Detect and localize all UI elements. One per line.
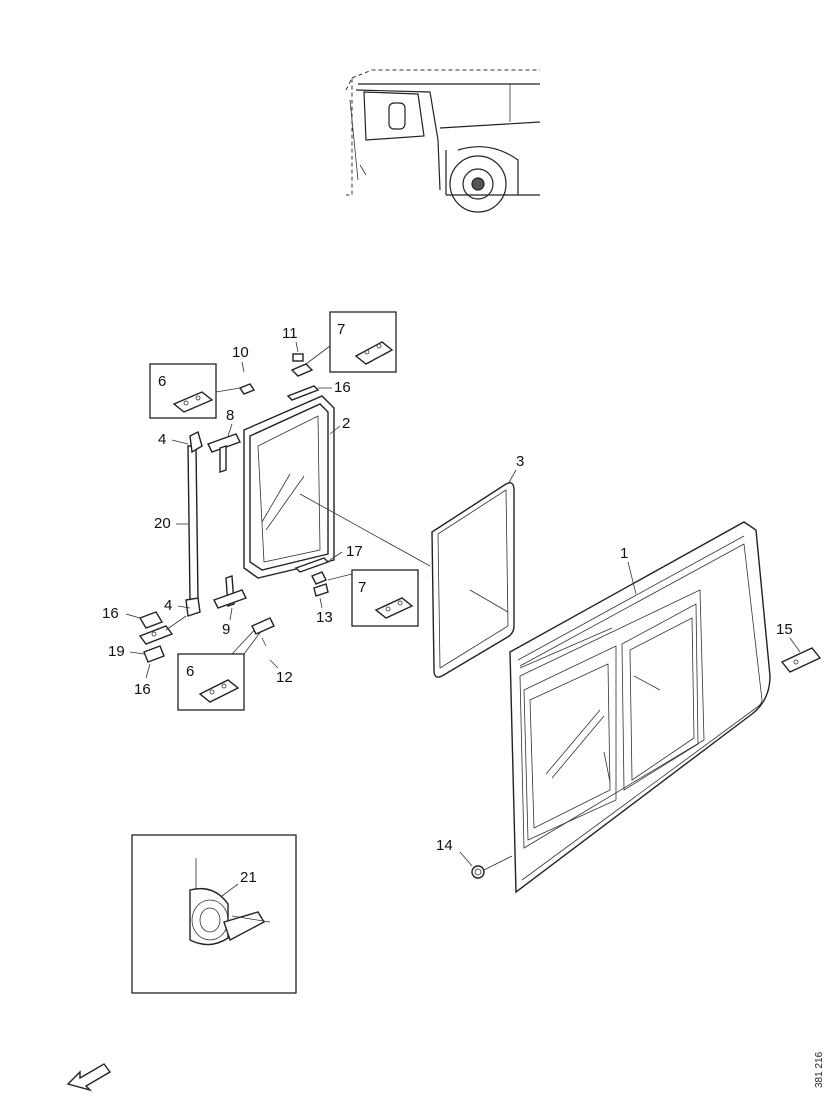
vehicle-locator-illustration — [345, 69, 541, 213]
callout-16-left: 16 — [102, 605, 119, 622]
callout-10: 10 — [232, 344, 249, 361]
callout-7-middle: 7 — [358, 579, 366, 596]
callout-4-upper: 4 — [158, 431, 166, 448]
small-fasteners-top — [215, 341, 332, 401]
callout-16-bottom: 16 — [134, 681, 151, 698]
callout-7-top: 7 — [337, 321, 345, 338]
side-panel-1 — [509, 521, 771, 894]
lower-left-fasteners — [138, 611, 187, 663]
inset-6-upper: 6 — [149, 363, 217, 419]
callout-6-upper: 6 — [158, 373, 166, 390]
inset-6-lower: 6 — [177, 623, 263, 711]
hinge-8 — [207, 433, 241, 473]
seal-17 — [294, 557, 330, 573]
callout-17: 17 — [346, 543, 363, 560]
callout-20: 20 — [154, 515, 171, 532]
callout-8: 8 — [226, 407, 234, 424]
strut-20 — [185, 430, 203, 617]
clip-13 — [311, 571, 329, 597]
callout-21: 21 — [240, 869, 257, 886]
callout-13: 13 — [316, 609, 333, 626]
callout-16-top: 16 — [334, 379, 351, 396]
inset-7-top: 7 — [329, 311, 397, 373]
inset-21 — [131, 834, 297, 994]
plug-14 — [471, 865, 485, 879]
reference-code: 381 216 — [814, 1051, 825, 1088]
callout-19: 19 — [108, 643, 125, 660]
bracket-12 — [251, 617, 275, 635]
glass-seal-3 — [431, 482, 515, 678]
callout-2: 2 — [342, 415, 350, 432]
clip-15 — [780, 647, 822, 673]
callout-15: 15 — [776, 621, 793, 638]
front-direction-arrow — [66, 1063, 112, 1092]
callout-14: 14 — [436, 837, 453, 854]
callout-3: 3 — [516, 453, 524, 470]
window-frame-2 — [243, 395, 431, 579]
callout-9: 9 — [222, 621, 230, 638]
hinge-9 — [213, 575, 247, 609]
inset-7-middle: 7 — [351, 569, 419, 627]
callout-12: 12 — [276, 669, 293, 686]
callout-4-lower: 4 — [164, 597, 172, 614]
callout-6-lower: 6 — [186, 663, 194, 680]
callout-1: 1 — [620, 545, 628, 562]
callout-11: 11 — [282, 325, 298, 342]
